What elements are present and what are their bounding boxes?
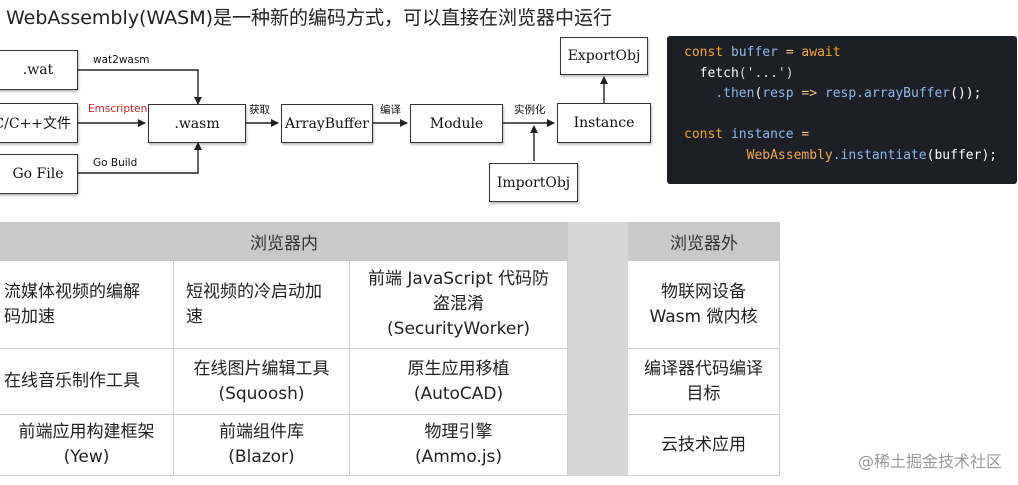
node-wasm: .wasm (148, 104, 246, 143)
code-line-4 (684, 105, 1017, 126)
code-punctuation: ); (981, 147, 998, 163)
table-cell: 物理引擎 (Ammo.js) (350, 415, 568, 476)
header-inside-browser: 浏览器内 (0, 222, 568, 261)
cell-text: 前端组件库 (Blazor) (219, 422, 304, 467)
edge-label-instantiate: 实例化 (514, 104, 546, 116)
cell-text: 流媒体视频的编解 码加速 (4, 281, 140, 327)
header-outside-browser: 浏览器外 (628, 222, 780, 261)
edge-label-compile: 编译 (380, 104, 401, 116)
node-instance-label: Instance (573, 115, 635, 131)
code-line-2: fetch('...') (684, 64, 1017, 85)
code-call: .arrayBuffer (856, 86, 951, 101)
code-variable: instance (730, 127, 794, 142)
table-cell: 在线图片编辑工具 (Squoosh) (174, 349, 350, 415)
cell-text: 在线音乐制作工具 (4, 371, 140, 391)
code-line-5: const instance = (684, 125, 1017, 146)
code-keyword: const (684, 127, 724, 142)
page-title: WebAssembly(WASM)是一种新的编码方式，可以直接在浏览器中运行 (6, 7, 613, 29)
cell-text: 前端 JavaScript 代码防 盗混淆 (SecurityWorker) (367, 269, 550, 339)
table-cell: 流媒体视频的编解 码加速 (0, 261, 174, 349)
code-argument: ('...') (738, 65, 794, 81)
cell-text: 前端应用构建框架 (Yew) (18, 422, 155, 467)
node-wat-label: .wat (22, 62, 54, 78)
cell-text: 短视频的冷启动加 速 (186, 281, 322, 327)
cell-text: 物理引擎 (Ammo.js) (414, 422, 503, 467)
node-cpp-file: C/C++文件 (0, 103, 78, 143)
code-param: resp (762, 86, 794, 101)
node-wat: .wat (0, 50, 78, 90)
node-exportobj: ExportObj (560, 37, 648, 75)
code-operator: = (801, 127, 810, 142)
cell-text: 云技术应用 (661, 434, 746, 455)
edge-label-wat2wasm: wat2wasm (93, 54, 150, 66)
node-module-label: Module (429, 115, 484, 132)
cell-text: 原生应用移植 (AutoCAD) (407, 358, 510, 404)
code-line-3: .then(resp => resp.arrayBuffer()); (715, 86, 982, 101)
node-module: Module (410, 104, 503, 143)
cell-text: 编译器代码编译 目标 (644, 358, 763, 404)
code-snippet-panel: const buffer = await fetch('...') .then(… (667, 36, 1017, 184)
node-wasm-label: .wasm (174, 115, 220, 132)
node-arraybuffer: ArrayBuffer (281, 104, 373, 143)
code-keyword: const (684, 45, 724, 60)
node-exportobj-label: ExportObj (567, 48, 641, 64)
edge-label-gobuild: Go Build (93, 157, 138, 169)
code-line-6: WebAssembly.instantiate(buffer); (746, 147, 998, 163)
code-punctuation: ()); (950, 86, 982, 101)
code-operator: = (785, 45, 794, 60)
node-arraybuffer-label: ArrayBuffer (285, 115, 369, 132)
arrow-go-wasm (77, 142, 202, 174)
code-object: resp (824, 86, 857, 101)
cell-text: 在线图片编辑工具 (Squoosh) (193, 358, 330, 404)
table-gap-column (568, 222, 628, 476)
code-line-1: const buffer = await (684, 43, 1017, 64)
table-cell: 短视频的冷启动加 速 (174, 261, 350, 349)
node-instance: Instance (557, 103, 651, 143)
code-function: fetch (699, 65, 739, 81)
edge-label-fetch: 获取 (249, 104, 270, 116)
node-importobj-label: ImportObj (496, 174, 571, 191)
table-cell: 在线音乐制作工具 (0, 349, 174, 415)
table-cell: 前端 JavaScript 代码防 盗混淆 (SecurityWorker) (350, 261, 568, 349)
node-go-file: Go File (0, 154, 78, 194)
edge-label-emscripten: Emscripten (88, 103, 148, 115)
cell-text: 物联网设备 Wasm 微内核 (649, 281, 758, 327)
code-variable: buffer (730, 45, 778, 60)
code-arrow: => (801, 86, 818, 101)
table-cell: 原生应用移植 (AutoCAD) (350, 349, 568, 415)
table-cell: 物联网设备 Wasm 微内核 (628, 261, 780, 349)
table-cell: 前端组件库 (Blazor) (174, 415, 350, 476)
node-cpp-label: C/C++文件 (0, 116, 71, 132)
table-cell: 前端应用构建框架 (Yew) (0, 415, 174, 476)
node-go-label: Go File (12, 166, 64, 182)
code-object: WebAssembly (746, 147, 833, 163)
wasm-flow-diagram: .wat C/C++文件 Go File .wasm ArrayBuffer M… (0, 0, 660, 210)
watermark: @稀土掘金技术社区 (857, 452, 1002, 471)
table-cell: 云技术应用 (628, 415, 780, 476)
node-importobj: ImportObj (489, 163, 578, 202)
diagram-arrows (77, 69, 608, 174)
code-call: .instantiate (832, 147, 927, 163)
code-argument: buffer (934, 147, 982, 163)
arrow-wat-wasm (77, 69, 202, 105)
table-cell: 编译器代码编译 目标 (628, 349, 780, 415)
code-keyword: await (801, 45, 841, 60)
code-method: .then (715, 86, 755, 101)
